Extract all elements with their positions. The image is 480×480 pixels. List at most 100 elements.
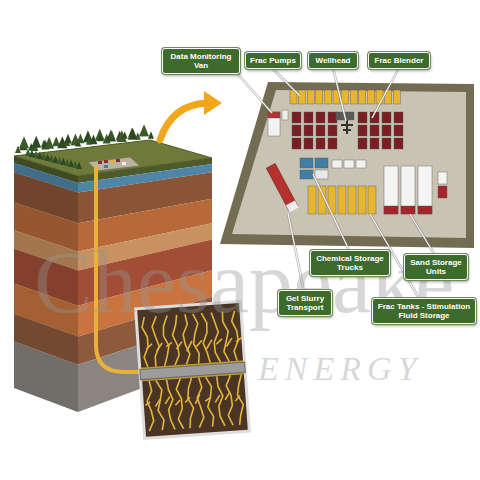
frac-pump-truck xyxy=(382,125,391,136)
leader-line-shadow xyxy=(372,68,399,118)
frac-pump-truck xyxy=(370,138,379,149)
mini-equipment xyxy=(116,159,120,162)
callout-text: Data Monitoring Van xyxy=(166,52,236,70)
leader-line xyxy=(272,68,300,96)
chemical-truck xyxy=(315,170,328,179)
callout-box: Wellhead xyxy=(308,52,358,69)
frac-tank xyxy=(348,186,356,214)
sand-truck xyxy=(438,172,447,184)
frac-pump-truck xyxy=(292,125,301,136)
frac-pump-truck xyxy=(382,112,391,123)
frac-tank xyxy=(338,186,346,214)
fracture xyxy=(196,340,202,346)
chemical-truck xyxy=(315,158,328,168)
tree xyxy=(148,131,154,139)
tree xyxy=(19,136,29,148)
sand-storage-unit xyxy=(418,166,432,214)
callout-text: Frac Blender xyxy=(372,56,426,65)
frac-pump-truck xyxy=(304,112,313,123)
tree xyxy=(76,161,82,169)
fracture xyxy=(176,342,182,349)
frac-pump-unit xyxy=(316,90,323,104)
sand-unit-end xyxy=(418,206,432,214)
callout-box: Data Monitoring Van xyxy=(162,48,240,74)
frac-pump-truck xyxy=(304,125,313,136)
fracture xyxy=(185,397,190,402)
fracture xyxy=(205,398,210,401)
frac-pump-truck xyxy=(316,125,325,136)
frac-pump-truck xyxy=(292,112,301,123)
leader-line-shadow xyxy=(333,68,346,121)
support-truck xyxy=(332,160,342,168)
mini-equipment xyxy=(122,162,126,165)
tree xyxy=(31,136,41,148)
fracture xyxy=(165,397,170,404)
chemical-truck xyxy=(300,170,313,179)
pad-rim xyxy=(220,82,474,248)
fracture xyxy=(175,400,180,405)
fracture xyxy=(225,392,230,399)
frac-pump-unit xyxy=(393,90,400,104)
sand-unit-end xyxy=(384,206,398,214)
fracture xyxy=(146,344,152,349)
fracture xyxy=(196,377,205,427)
frac-pump-truck xyxy=(358,138,367,149)
frac-pump-truck xyxy=(394,125,403,136)
fracture xyxy=(206,377,215,427)
wellhead-symbol xyxy=(341,120,353,134)
frac-pump-truck xyxy=(394,112,403,123)
mini-equipment xyxy=(104,160,108,163)
frac-pump-unit xyxy=(359,90,366,104)
frac-pump-truck xyxy=(328,112,337,123)
monitoring-van xyxy=(268,112,280,136)
well-pad xyxy=(232,90,466,238)
fracture xyxy=(225,375,233,425)
frac-tank xyxy=(308,186,316,214)
chemical-truck xyxy=(300,158,313,168)
fracture xyxy=(216,339,222,344)
mini-equipment xyxy=(98,161,102,164)
frac-pump-truck xyxy=(328,125,337,136)
tree xyxy=(97,134,103,142)
frac-tank xyxy=(368,186,376,214)
tree xyxy=(106,130,116,142)
frac-pump-truck xyxy=(316,138,325,149)
fracture xyxy=(156,380,165,430)
support-truck xyxy=(356,160,366,168)
frac-pump-unit xyxy=(324,90,331,104)
fracture xyxy=(145,402,150,405)
fracture xyxy=(187,378,195,428)
callout-text: Sand Storage Units xyxy=(408,258,464,276)
sand-unit-end xyxy=(401,206,415,214)
sand-truck xyxy=(438,186,447,198)
leader-line xyxy=(236,72,272,113)
fracture xyxy=(215,395,220,402)
callout-box: Frac Tanks - Stimulation Fluid Storage xyxy=(372,298,476,324)
tree xyxy=(64,134,72,144)
leader-line xyxy=(333,68,346,121)
leader-line-shadow xyxy=(236,72,272,113)
callout-text: Frac Tanks - Stimulation Fluid Storage xyxy=(376,302,472,320)
tree xyxy=(95,129,105,141)
callout-box: Chemical Storage Trucks xyxy=(310,250,390,276)
callout-text: Chemical Storage Trucks xyxy=(314,254,386,272)
fracture xyxy=(235,396,240,401)
fracture xyxy=(217,376,225,426)
fracture xyxy=(226,338,233,346)
pad-equipment xyxy=(266,90,447,214)
fracture xyxy=(186,341,193,351)
ground-surface xyxy=(14,140,212,176)
frac-pump-truck xyxy=(328,138,337,149)
frac-pump-truck xyxy=(370,125,379,136)
service-truck xyxy=(282,110,288,120)
callout-text: Frac Pumps xyxy=(249,56,297,65)
fracture xyxy=(166,342,172,346)
leader-line xyxy=(372,68,399,118)
callout-box: Frac Blender xyxy=(368,52,430,69)
mini-equipment xyxy=(110,160,114,163)
frac-pump-unit xyxy=(299,90,306,104)
callout-box: Gel Slurry Transport xyxy=(278,290,332,316)
frac-pump-truck xyxy=(394,138,403,149)
frac-pump-unit xyxy=(367,90,374,104)
gel-slurry-cab xyxy=(286,201,299,213)
